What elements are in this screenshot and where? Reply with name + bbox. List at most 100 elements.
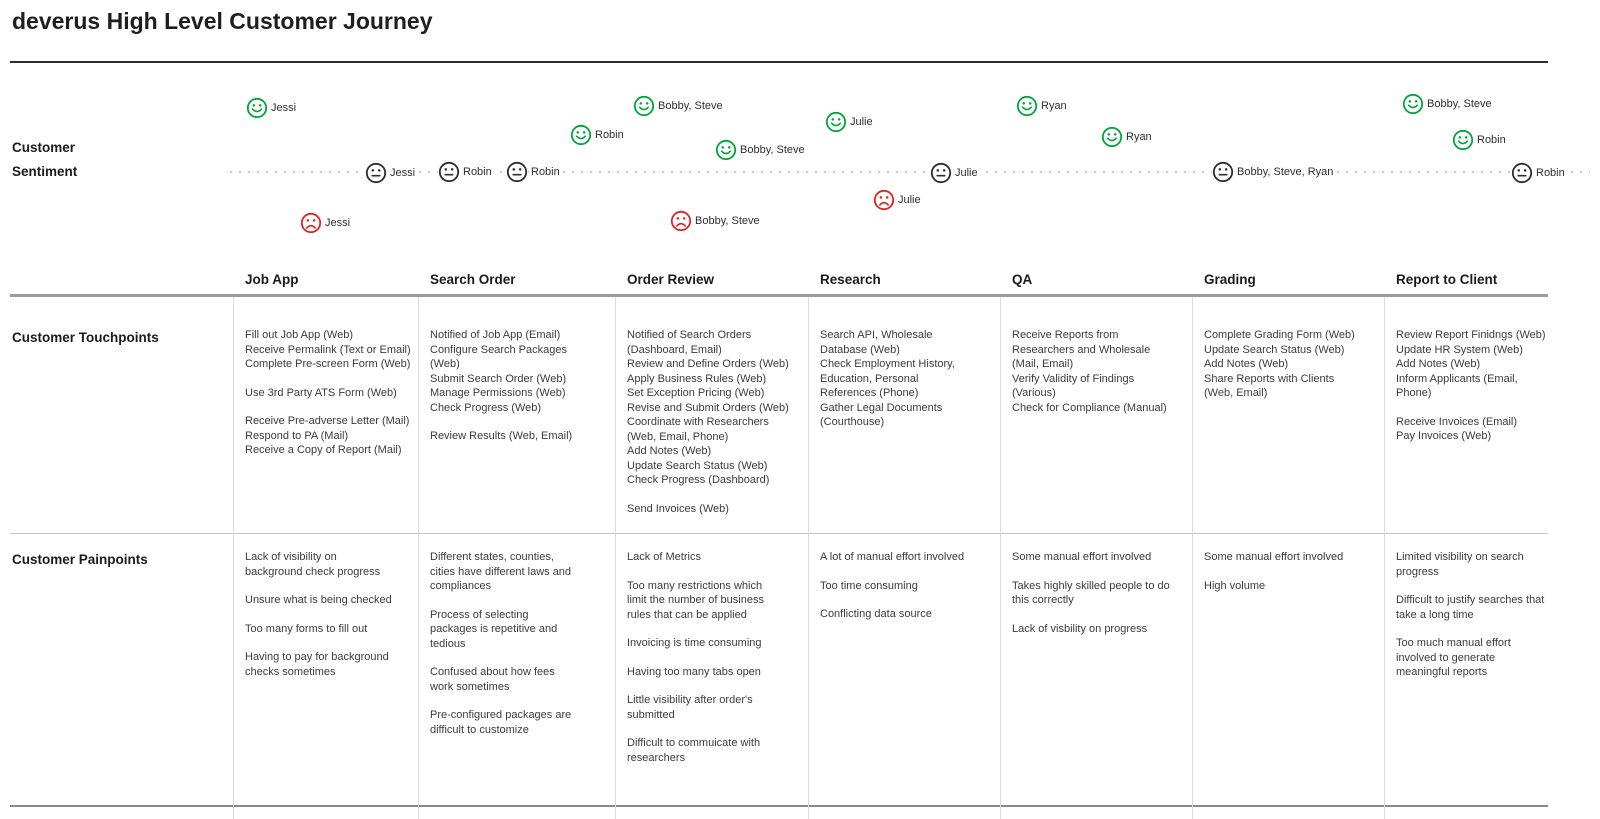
sentiment-point-label: Robin xyxy=(461,165,494,179)
touchpoint-item: Apply Business Rules (Web) xyxy=(627,372,767,385)
sentiment-point-neutral: Robin xyxy=(438,161,494,183)
sentiment-point-label: Julie xyxy=(848,115,875,129)
touchpoint-item: Complete Pre-screen Form (Web) xyxy=(245,358,411,370)
sentiment-point-label: Ryan xyxy=(1124,130,1154,144)
touchpoints-cell-job-app: Fill out Job App (Web)Receive Permalink … xyxy=(245,328,420,458)
painpoint-item: Having to pay for background checks some… xyxy=(245,651,389,678)
happy-face-icon xyxy=(633,95,655,117)
painpoint-item: Too much manual effort involved to gener… xyxy=(1396,637,1511,678)
touchpoints-row-label: Customer Touchpoints xyxy=(12,330,159,345)
column-divider xyxy=(233,297,234,819)
sentiment-point-happy: Julie xyxy=(825,111,875,133)
sentiment-point-label: Jessi xyxy=(323,216,353,230)
sentiment-point-label: Bobby, Steve, Ryan xyxy=(1235,165,1336,179)
happy-face-icon xyxy=(1101,126,1123,148)
happy-face-icon xyxy=(715,139,737,161)
sad-face-icon xyxy=(670,210,692,232)
sentiment-point-happy: Bobby, Steve xyxy=(715,139,807,161)
painpoint-item: Lack of Metrics xyxy=(627,551,701,563)
happy-face-icon xyxy=(1402,93,1424,115)
painpoint-item: Too time consuming xyxy=(820,579,918,592)
touchpoint-item: Receive a Copy of Report (Mail) xyxy=(245,444,402,456)
painpoint-item: High volume xyxy=(1204,579,1266,592)
painpoints-row-label: Customer Painpoints xyxy=(12,552,148,567)
painpoint-item: Invoicing is time consuming xyxy=(627,637,762,649)
touchpoint-item: Submit Search Order (Web) xyxy=(430,372,567,385)
neutral-face-icon xyxy=(930,162,952,184)
stage-header-search-order: Search Order xyxy=(430,272,516,287)
touchpoint-group: Review Report Finidngs (Web) Update HR Sy… xyxy=(1396,328,1578,401)
sentiment-point-happy: Ryan xyxy=(1101,126,1154,148)
touchpoints-cell-research: Search API, Wholesale Database (Web)Chec… xyxy=(820,328,1002,430)
touchpoint-item: Send Invoices (Web) xyxy=(627,502,729,515)
touchpoint-item: Check for Compliance (Manual) xyxy=(1012,401,1167,414)
column-divider xyxy=(1192,297,1193,819)
neutral-face-icon xyxy=(506,161,528,183)
touchpoint-item: Update HR System (Web) xyxy=(1396,343,1523,356)
painpoint-item: Difficult to justify searches that take … xyxy=(1396,594,1545,621)
touchpoints-cell-search-order: Notified of Job App (Email)Configure Sea… xyxy=(430,328,617,444)
touchpoint-item: Configure Search Packages (Web) xyxy=(430,343,567,371)
stage-header-job-app: Job App xyxy=(245,272,299,287)
painpoint-item: Confused about how fees work sometimes xyxy=(430,666,555,693)
happy-face-icon xyxy=(1016,95,1038,117)
touchpoint-item: Complete Grading Form (Web) xyxy=(1204,329,1355,341)
touchpoint-item: Share Reports with Clients (Web, Email) xyxy=(1204,372,1335,400)
sentiment-point-happy: Bobby, Steve xyxy=(1402,93,1494,115)
painpoint-item: Conflicting data source xyxy=(820,608,932,620)
painpoint-item: Unsure what is being checked xyxy=(245,594,392,606)
painpoint-item: Little visibility after order's submitte… xyxy=(627,694,753,721)
touchpoint-item: Review Report Finidngs (Web) xyxy=(1396,329,1546,341)
sentiment-point-label: Robin xyxy=(529,165,562,179)
touchpoint-item: Check Progress (Web) xyxy=(430,401,542,414)
touchpoint-item: Add Notes (Web) xyxy=(1204,358,1289,370)
touchpoints-cell-grading: Complete Grading Form (Web) Update Search… xyxy=(1204,328,1386,401)
happy-face-icon xyxy=(825,111,847,133)
touchpoint-item: Respond to PA (Mail) xyxy=(245,429,349,442)
sentiment-row-label-line2: Sentiment xyxy=(12,164,78,179)
sentiment-point-neutral: Robin xyxy=(1511,162,1567,184)
sentiment-point-label: Bobby, Steve xyxy=(1425,97,1494,111)
sentiment-point-label: Jessi xyxy=(388,166,418,180)
touchpoint-item: Notified of Search Orders (Dashboard, Em… xyxy=(627,329,752,356)
touchpoint-item: Add Notes (Web) xyxy=(1396,358,1481,370)
column-divider xyxy=(418,297,419,819)
touchpoint-group: Notified of Job App (Email)Configure Sea… xyxy=(430,328,617,415)
sad-face-icon xyxy=(873,189,895,211)
table-bottom-rule xyxy=(10,805,1548,807)
touchpoint-item: Manage Permissions (Web) xyxy=(430,387,566,399)
painpoint-item: Some manual effort involved xyxy=(1012,551,1152,563)
painpoint-item: A lot of manual effort involved xyxy=(820,551,965,563)
touchpoint-group: Search API, Wholesale Database (Web)Chec… xyxy=(820,328,1002,430)
sentiment-point-sad: Bobby, Steve xyxy=(670,210,762,232)
touchpoint-item: Receive Permalink (Text or Email) xyxy=(245,343,411,356)
stage-header-order-review: Order Review xyxy=(627,272,715,287)
painpoint-item: Process of selecting packages is repetit… xyxy=(430,608,558,650)
touchpoint-item: Receive Pre-adverse Letter (Mail) xyxy=(245,415,410,427)
sentiment-point-label: Robin xyxy=(1475,133,1508,147)
sentiment-point-sad: Julie xyxy=(873,189,923,211)
painpoint-item: Having too many tabs open xyxy=(627,665,761,678)
neutral-face-icon xyxy=(1511,162,1533,184)
painpoint-item: Different states, counties, cities have … xyxy=(430,551,572,592)
touchpoint-group: Complete Grading Form (Web) Update Search… xyxy=(1204,328,1386,401)
touchpoint-group: Receive Reports from Researchers and Who… xyxy=(1012,328,1194,415)
sad-face-icon xyxy=(300,212,322,234)
touchpoint-item: Use 3rd Party ATS Form (Web) xyxy=(245,386,397,399)
touchpoint-group: Fill out Job App (Web)Receive Permalink … xyxy=(245,328,420,372)
column-divider xyxy=(615,297,616,819)
column-divider xyxy=(808,297,809,819)
column-divider xyxy=(1384,297,1385,819)
painpoints-cell-job-app: Lack of visibility on background check p… xyxy=(245,550,420,679)
touchpoint-item: Update Search Status (Web) xyxy=(1204,343,1345,356)
sentiment-point-sad: Jessi xyxy=(300,212,353,234)
touchpoints-cell-qa: Receive Reports from Researchers and Who… xyxy=(1012,328,1194,415)
touchpoint-item: Set Exception Pricing (Web) xyxy=(627,387,765,399)
stage-header-rule xyxy=(10,294,1548,297)
touchpoint-group: Receive Invoices (Email)Pay Invoices (We… xyxy=(1396,415,1578,444)
